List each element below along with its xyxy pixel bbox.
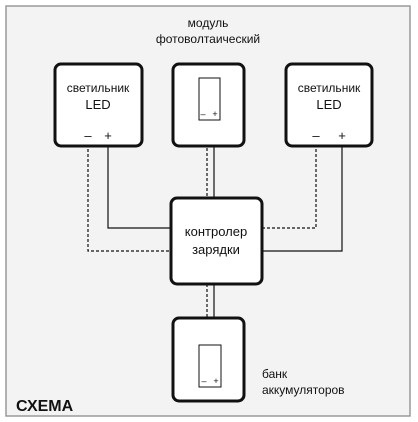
lamp-right-minus: – (312, 128, 320, 143)
wire-left-lamp-minus (87, 144, 172, 252)
lamp-left-box (53, 62, 144, 148)
wire-right-lamp-plus (262, 144, 343, 252)
pv-module-minus: – (200, 109, 205, 119)
lamp-left-minus: – (84, 128, 92, 143)
battery-bank-minus: – (201, 376, 206, 386)
controller-box (169, 196, 264, 286)
lamp-left-label-line1: светильник (67, 81, 130, 95)
pv-module-label-line1: модуль (188, 16, 229, 30)
lamp-left-label-line2: LED (85, 97, 110, 112)
lamp-right-label-line1: светильник (298, 81, 361, 95)
pv-module-panel (198, 77, 221, 121)
lamp-right-label-line2: LED (316, 97, 341, 112)
lamp-right-box (284, 62, 374, 148)
lamp-left-plus: + (104, 128, 112, 143)
pv-module-plus: + (212, 109, 217, 119)
lamp-right-plus: + (338, 128, 346, 143)
battery-bank-label-line1: банк (262, 367, 288, 381)
battery-bank-plus: + (213, 376, 218, 386)
controller-label-line1: контролер (185, 224, 247, 239)
diagram-title: СХЕМА (16, 398, 74, 415)
wire-left-lamp-plus (107, 144, 172, 229)
controller-label-line2: зарядки (192, 242, 240, 257)
wire-right-lamp-minus (262, 144, 317, 229)
battery-bank-cell (198, 344, 222, 388)
battery-bank-label-line2: аккумуляторов (262, 383, 345, 397)
pv-module-label-line2: фотоволтаический (156, 32, 260, 46)
